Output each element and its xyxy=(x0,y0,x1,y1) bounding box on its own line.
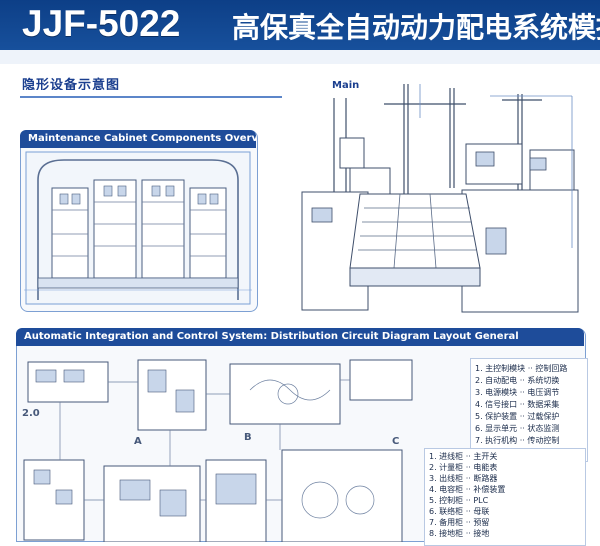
note-line: 2. 计量柜 ·· 电能表 xyxy=(429,463,498,472)
note-line: 1. 主控制模块 ·· 控制回路 xyxy=(475,364,568,373)
note-line: 7. 执行机构 ·· 传动控制 xyxy=(475,436,560,445)
tag-left: 2.0 xyxy=(22,408,40,419)
notes-panel-bottom: 1. 进线柜 ·· 主开关 2. 计量柜 ·· 电能表 3. 出线柜 ·· 断路… xyxy=(424,448,586,546)
note-line: 6. 联络柜 ·· 母联 xyxy=(429,507,490,516)
note-line: 3. 出线柜 ·· 断路器 xyxy=(429,474,498,483)
note-line: 8. 接地柜 ·· 接地 xyxy=(429,529,490,538)
circuit-diagram xyxy=(23,359,413,542)
section-label: 隐形设备示意图 xyxy=(22,78,121,90)
note-line: 2. 自动配电 ·· 系统切换 xyxy=(475,376,560,385)
note-line: 6. 显示单元 ·· 状态监测 xyxy=(475,424,560,433)
note-line: 4. 信号接口 ·· 数据采集 xyxy=(475,400,560,409)
page-title: JJF-5022 xyxy=(22,3,181,44)
section-divider xyxy=(20,96,282,98)
small-label-b: B xyxy=(244,432,252,443)
small-label-a: A xyxy=(134,436,142,447)
header-band xyxy=(0,50,600,64)
note-line: 7. 备用柜 ·· 预留 xyxy=(429,518,490,527)
circuit-layout-title: Automatic Integration and Control System… xyxy=(16,328,584,346)
note-line: 5. 控制柜 ·· PLC xyxy=(429,496,489,505)
note-line: 3. 电源模块 ·· 电压调节 xyxy=(475,388,560,397)
header-banner: JJF-5022 高保真全自动动力配电系统模拟 xyxy=(0,0,600,50)
right-top-label: Main xyxy=(332,80,360,91)
note-line: 4. 电容柜 ·· 补偿装置 xyxy=(429,485,506,494)
note-line: 5. 保护装置 ·· 过载保护 xyxy=(475,412,560,421)
note-line: 1. 进线柜 ·· 主开关 xyxy=(429,452,498,461)
machine-illustration xyxy=(301,84,579,313)
page-subtitle: 高保真全自动动力配电系统模拟 xyxy=(232,11,600,44)
cabinet-overview-title: Maintenance Cabinet Components Overview xyxy=(20,130,256,148)
notes-panel-top: 1. 主控制模块 ·· 控制回路 2. 自动配电 ·· 系统切换 3. 电源模块… xyxy=(470,358,588,462)
cabinet-illustration xyxy=(24,151,252,305)
small-label-c: C xyxy=(392,436,400,447)
